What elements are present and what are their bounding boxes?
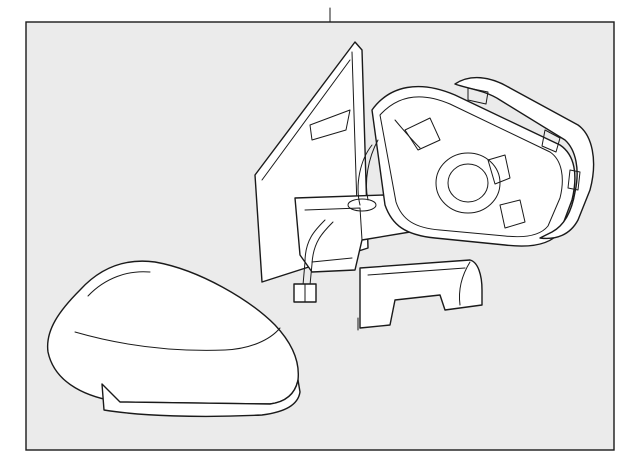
wire-connector xyxy=(293,283,317,303)
mirror-housing-shell xyxy=(454,77,595,240)
mirror-actuator xyxy=(357,85,576,247)
mirror-cover-cap xyxy=(46,260,301,418)
mirror-base xyxy=(294,194,411,286)
cover-bracket xyxy=(357,259,483,331)
